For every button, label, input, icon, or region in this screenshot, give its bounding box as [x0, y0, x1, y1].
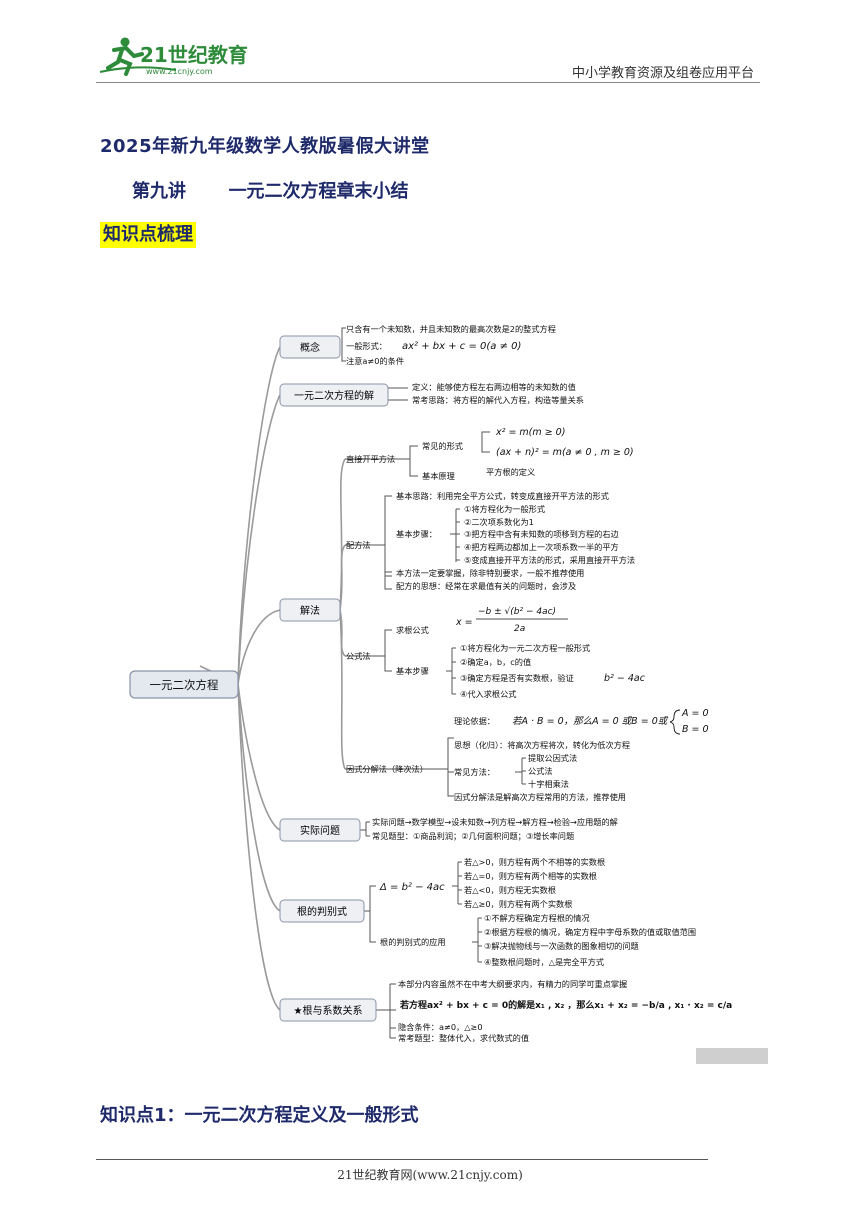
site-logo: 21世纪教育 www.21cnjy.com — [96, 36, 266, 78]
formula-numerator: −b ± √(b² − 4ac) — [478, 606, 556, 617]
footer-divider — [96, 1159, 708, 1160]
formula-method-label: 公式法 — [346, 651, 371, 661]
direct-form-2: (ax + n)² = m(a ≠ 0 , m ≥ 0) — [496, 447, 634, 458]
direct-form-1: x² = m(m ≥ 0) — [495, 427, 565, 438]
lesson-name: 一元二次方程章末小结 — [228, 181, 409, 202]
complete-step-3: ③把方程中含有未知数的项移到方程的右边 — [464, 529, 619, 539]
direct-principle: 平方根的定义 — [486, 467, 535, 477]
vieta-statement: 若方程ax² + bx + c = 0的解是x₁ , x₂ ，那么x₁ + x₂… — [399, 999, 732, 1011]
formula-step-4: ④代入求根公式 — [460, 689, 516, 699]
lesson-number: 第九讲 — [132, 181, 186, 202]
formula-step-2: ②确定a，b，c的值 — [460, 657, 531, 667]
discriminant-case-3: 若△<0，则方程无实数根 — [464, 885, 556, 895]
direct-principle-label: 基本原理 — [422, 471, 455, 481]
factor-method-label: 因式分解法（降次法） — [346, 764, 428, 774]
factor-theory-label: 理论依据： — [454, 716, 495, 726]
complete-steps-label: 基本步骤： — [396, 529, 437, 539]
root-node — [129, 670, 239, 699]
mind-map: 一元二次方程 概念 一元二次方程的解 解法 实际问题 根的判别式 ★根与系数关系… — [129, 324, 732, 1043]
vieta-node-label: ★根与系数关系 — [294, 1004, 363, 1017]
methods-node-label: 解法 — [300, 604, 320, 617]
discriminant-node — [279, 899, 365, 923]
mind-map-leaves: 只含有一个未知数，并且未知数的最高次数是2的整式方程 一般形式： ax² + b… — [346, 324, 732, 1043]
discriminant-case-4: 若△≥0，则方程有两个实数根 — [464, 899, 572, 909]
formula-x-eq: x = — [455, 617, 473, 628]
discriminant-app-1: ①不解方程确定方程根的情况 — [484, 913, 590, 923]
concept-node-label: 概念 — [300, 341, 320, 354]
practical-steps: 实际问题→数学模型→设未知数→列方程→解方程→检验→应用题的解 — [372, 817, 618, 827]
formula-root-label: 求根公式 — [396, 625, 429, 635]
mind-map-branches — [199, 346, 346, 1011]
concept-general-prefix: 一般形式： — [346, 341, 387, 351]
section-title: 知识点梳理 — [100, 222, 196, 248]
discriminant-app-4: ④整数根问题时，△是完全平方式 — [484, 957, 604, 967]
formula-denominator: 2a — [514, 624, 525, 634]
formula-step-3: ③确定方程是否有实数根，验证 — [460, 673, 574, 683]
discriminant-apps-label: 根的判别式的应用 — [380, 937, 446, 947]
practical-types: 常见题型：①商品利润；②几何面积问题；③增长率问题 — [372, 831, 574, 841]
concept-note: 注意a≠0的条件 — [346, 356, 404, 366]
complete-step-1: ①将方程化为一般形式 — [464, 504, 545, 514]
vieta-hidden-condition: 隐含条件：a≠0，△≥0 — [398, 1022, 483, 1032]
direct-forms-label: 常见的形式 — [422, 441, 463, 451]
complete-note-2: 配方的思想：经常在求最值有关的问题时，会涉及 — [396, 581, 576, 591]
lesson-title: 第九讲 一元二次方程章末小结 — [132, 177, 409, 203]
practical-node-label: 实际问题 — [300, 824, 340, 837]
discriminant-case-2: 若△=0，则方程有两个相等的实数根 — [464, 871, 597, 881]
vieta-node — [279, 998, 377, 1022]
header-platform-name: 中小学教育资源及组卷应用平台 — [571, 66, 754, 81]
runner-logo-icon: 21世纪教育 www.21cnjy.com — [99, 37, 248, 76]
factor-common-label: 常见方法： — [454, 767, 495, 777]
concept-general-formula: ax² + bx + c = 0(a ≠ 0) — [402, 341, 521, 352]
factor-note: 因式分解法是解高次方程常用的方法，推荐使用 — [454, 792, 626, 802]
solution-tip: 常考思路：将方程的解代入方程，构造等量关系 — [412, 395, 584, 405]
direct-method-label: 直接开平方法 — [346, 454, 395, 464]
complete-step-5: ⑤变成直接开平方法的形式，采用直接开平方法 — [464, 555, 635, 565]
formula-step-1: ①将方程化为一元二次方程一般形式 — [460, 643, 590, 653]
root-node-label: 一元二次方程 — [150, 678, 219, 692]
formula-step-3-expr: b² − 4ac — [604, 673, 646, 684]
factor-method-2: 公式法 — [528, 766, 553, 776]
methods-node — [279, 598, 341, 622]
factor-method-3: 十字相乘法 — [528, 779, 569, 789]
vieta-common-type: 常考题型：整体代入，求代数式的值 — [398, 1033, 529, 1043]
solution-definition: 定义：能够使方程左右两边相等的未知数的值 — [412, 382, 576, 392]
factor-case-a: A = 0 — [681, 708, 709, 719]
complete-method-label: 配方法 — [346, 540, 371, 550]
solution-node — [279, 383, 389, 407]
factor-theory-expr: 若A · B = 0，那么A = 0 或B = 0或 — [512, 716, 669, 727]
factor-method-1: 提取公因式法 — [528, 753, 577, 763]
header-divider — [96, 82, 760, 83]
discriminant-node-label: 根的判别式 — [297, 905, 347, 918]
solution-node-label: 一元二次方程的解 — [294, 389, 374, 402]
complete-idea: 基本思路：利用完全平方公式，转变成直接开平方法的形式 — [396, 491, 609, 501]
watermark-stamp — [696, 1048, 768, 1064]
concept-node — [279, 335, 341, 359]
logo-text: 21世纪教育 — [140, 43, 248, 67]
factor-case-brace — [669, 709, 681, 735]
discriminant-app-3: ③解决抛物线与一次函数的图象相切的问题 — [484, 941, 639, 951]
factor-case-b: B = 0 — [682, 724, 709, 735]
complete-step-2: ②二次项系数化为1 — [464, 517, 534, 527]
knowledge-point-1-title: 知识点1：一元二次方程定义及一般形式 — [100, 1105, 419, 1126]
discriminant-formula: Δ = b² − 4ac — [379, 882, 445, 893]
logo-url-text: www.21cnjy.com — [146, 67, 213, 76]
discriminant-app-2: ②根据方程根的情况，确定方程中字母系数的值或取值范围 — [484, 927, 696, 937]
footer-text: 21世纪教育网(www.21cnjy.com) — [337, 1168, 523, 1182]
discriminant-case-1: 若△>0，则方程有两个不相等的实数根 — [464, 857, 605, 867]
formula-steps-label: 基本步骤 — [396, 666, 429, 676]
complete-note-1: 本方法一定要掌握，除非特别要求，一般不推荐使用 — [396, 568, 584, 578]
concept-definition: 只含有一个未知数，并且未知数的最高次数是2的整式方程 — [346, 324, 556, 334]
course-title: 2025年新九年级数学人教版暑假大讲堂 — [100, 136, 430, 157]
vieta-note: 本部分内容虽然不在中考大纲要求内，有精力的同学可重点掌握 — [398, 979, 627, 989]
practical-node — [279, 818, 361, 842]
complete-step-4: ④把方程两边都加上一次项系数一半的平方 — [464, 542, 619, 552]
factor-idea: 思想（化归）：将高次方程将次，转化为低次方程 — [454, 740, 630, 750]
